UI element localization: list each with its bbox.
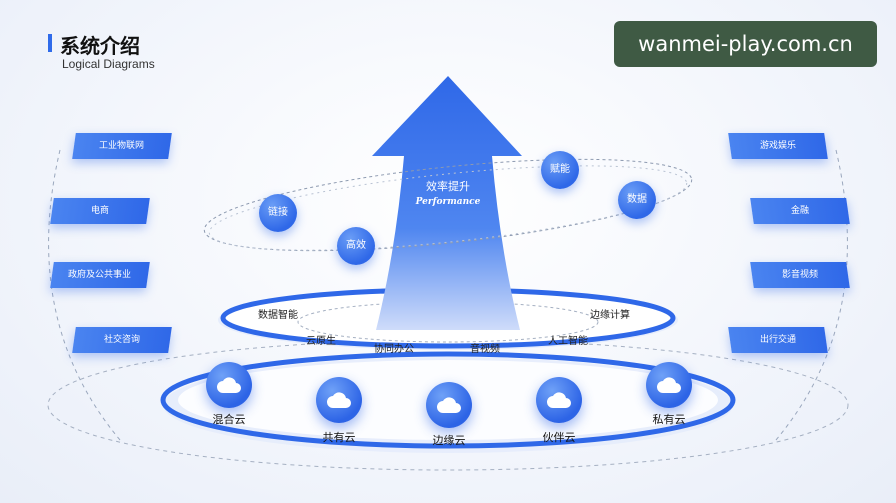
page-title: 系统介绍	[60, 34, 140, 58]
cloud-node-shared	[316, 377, 362, 423]
page-subtitle: Logical Diagrams	[62, 57, 155, 71]
ring-label-cloud-native: 云原生	[306, 336, 336, 347]
tag-government: 政府及公共事业	[50, 262, 150, 288]
tag-social: 社交咨询	[72, 327, 172, 353]
cloud-label-private: 私有云	[652, 413, 686, 426]
cloud-label-partner: 伙伴云	[542, 431, 576, 444]
ring-label-edge-computing: 边缘计算	[590, 310, 630, 321]
cloud-node-partner	[536, 377, 582, 423]
ring-label-ai: 人工智能	[548, 336, 588, 347]
orbit-ball-link: 链接	[259, 194, 297, 232]
tag-media: 影音视频	[750, 262, 850, 288]
outer-arc-left	[48, 149, 121, 441]
cloud-icon	[217, 377, 241, 393]
cloud-node-private	[646, 362, 692, 408]
ring-label-audio-video: 音视频	[470, 344, 500, 355]
middle-ring-dashed	[297, 301, 599, 343]
tag-finance: 金融	[750, 198, 850, 224]
tag-gaming: 游戏娱乐	[728, 133, 828, 159]
cloud-label-shared: 共有云	[322, 431, 356, 444]
cloud-platform-ring	[160, 351, 736, 449]
ring-label-data-intelligence: 数据智能	[258, 310, 298, 321]
tag-transport: 出行交通	[728, 327, 828, 353]
arrow-title: 效率提升	[426, 180, 470, 193]
cloud-label-hybrid: 混合云	[212, 413, 246, 426]
title-accent-bar	[48, 34, 52, 52]
arrow-subtitle: Performance	[415, 197, 481, 207]
cloud-node-hybrid	[206, 362, 252, 408]
orbit-ball-empower: 赋能	[541, 151, 579, 189]
ring-label-collaboration: 协同办公	[374, 344, 414, 355]
watermark: wanmei-play.com.cn	[614, 21, 877, 67]
performance-arrow	[372, 76, 522, 330]
orbit-ball-data: 数据	[618, 181, 656, 219]
cloud-icon	[657, 377, 681, 393]
tag-ecommerce: 电商	[50, 198, 150, 224]
orbit-ball-efficient: 高效	[337, 227, 375, 265]
cloud-node-edge	[426, 382, 472, 428]
outer-arc-right	[775, 149, 848, 441]
cloud-icon	[327, 392, 351, 408]
tag-industrial-iot: 工业物联网	[72, 133, 172, 159]
cloud-icon	[437, 397, 461, 413]
orbit-ring	[203, 158, 693, 252]
cloud-label-edge: 边缘云	[432, 434, 466, 447]
cloud-icon	[547, 392, 571, 408]
